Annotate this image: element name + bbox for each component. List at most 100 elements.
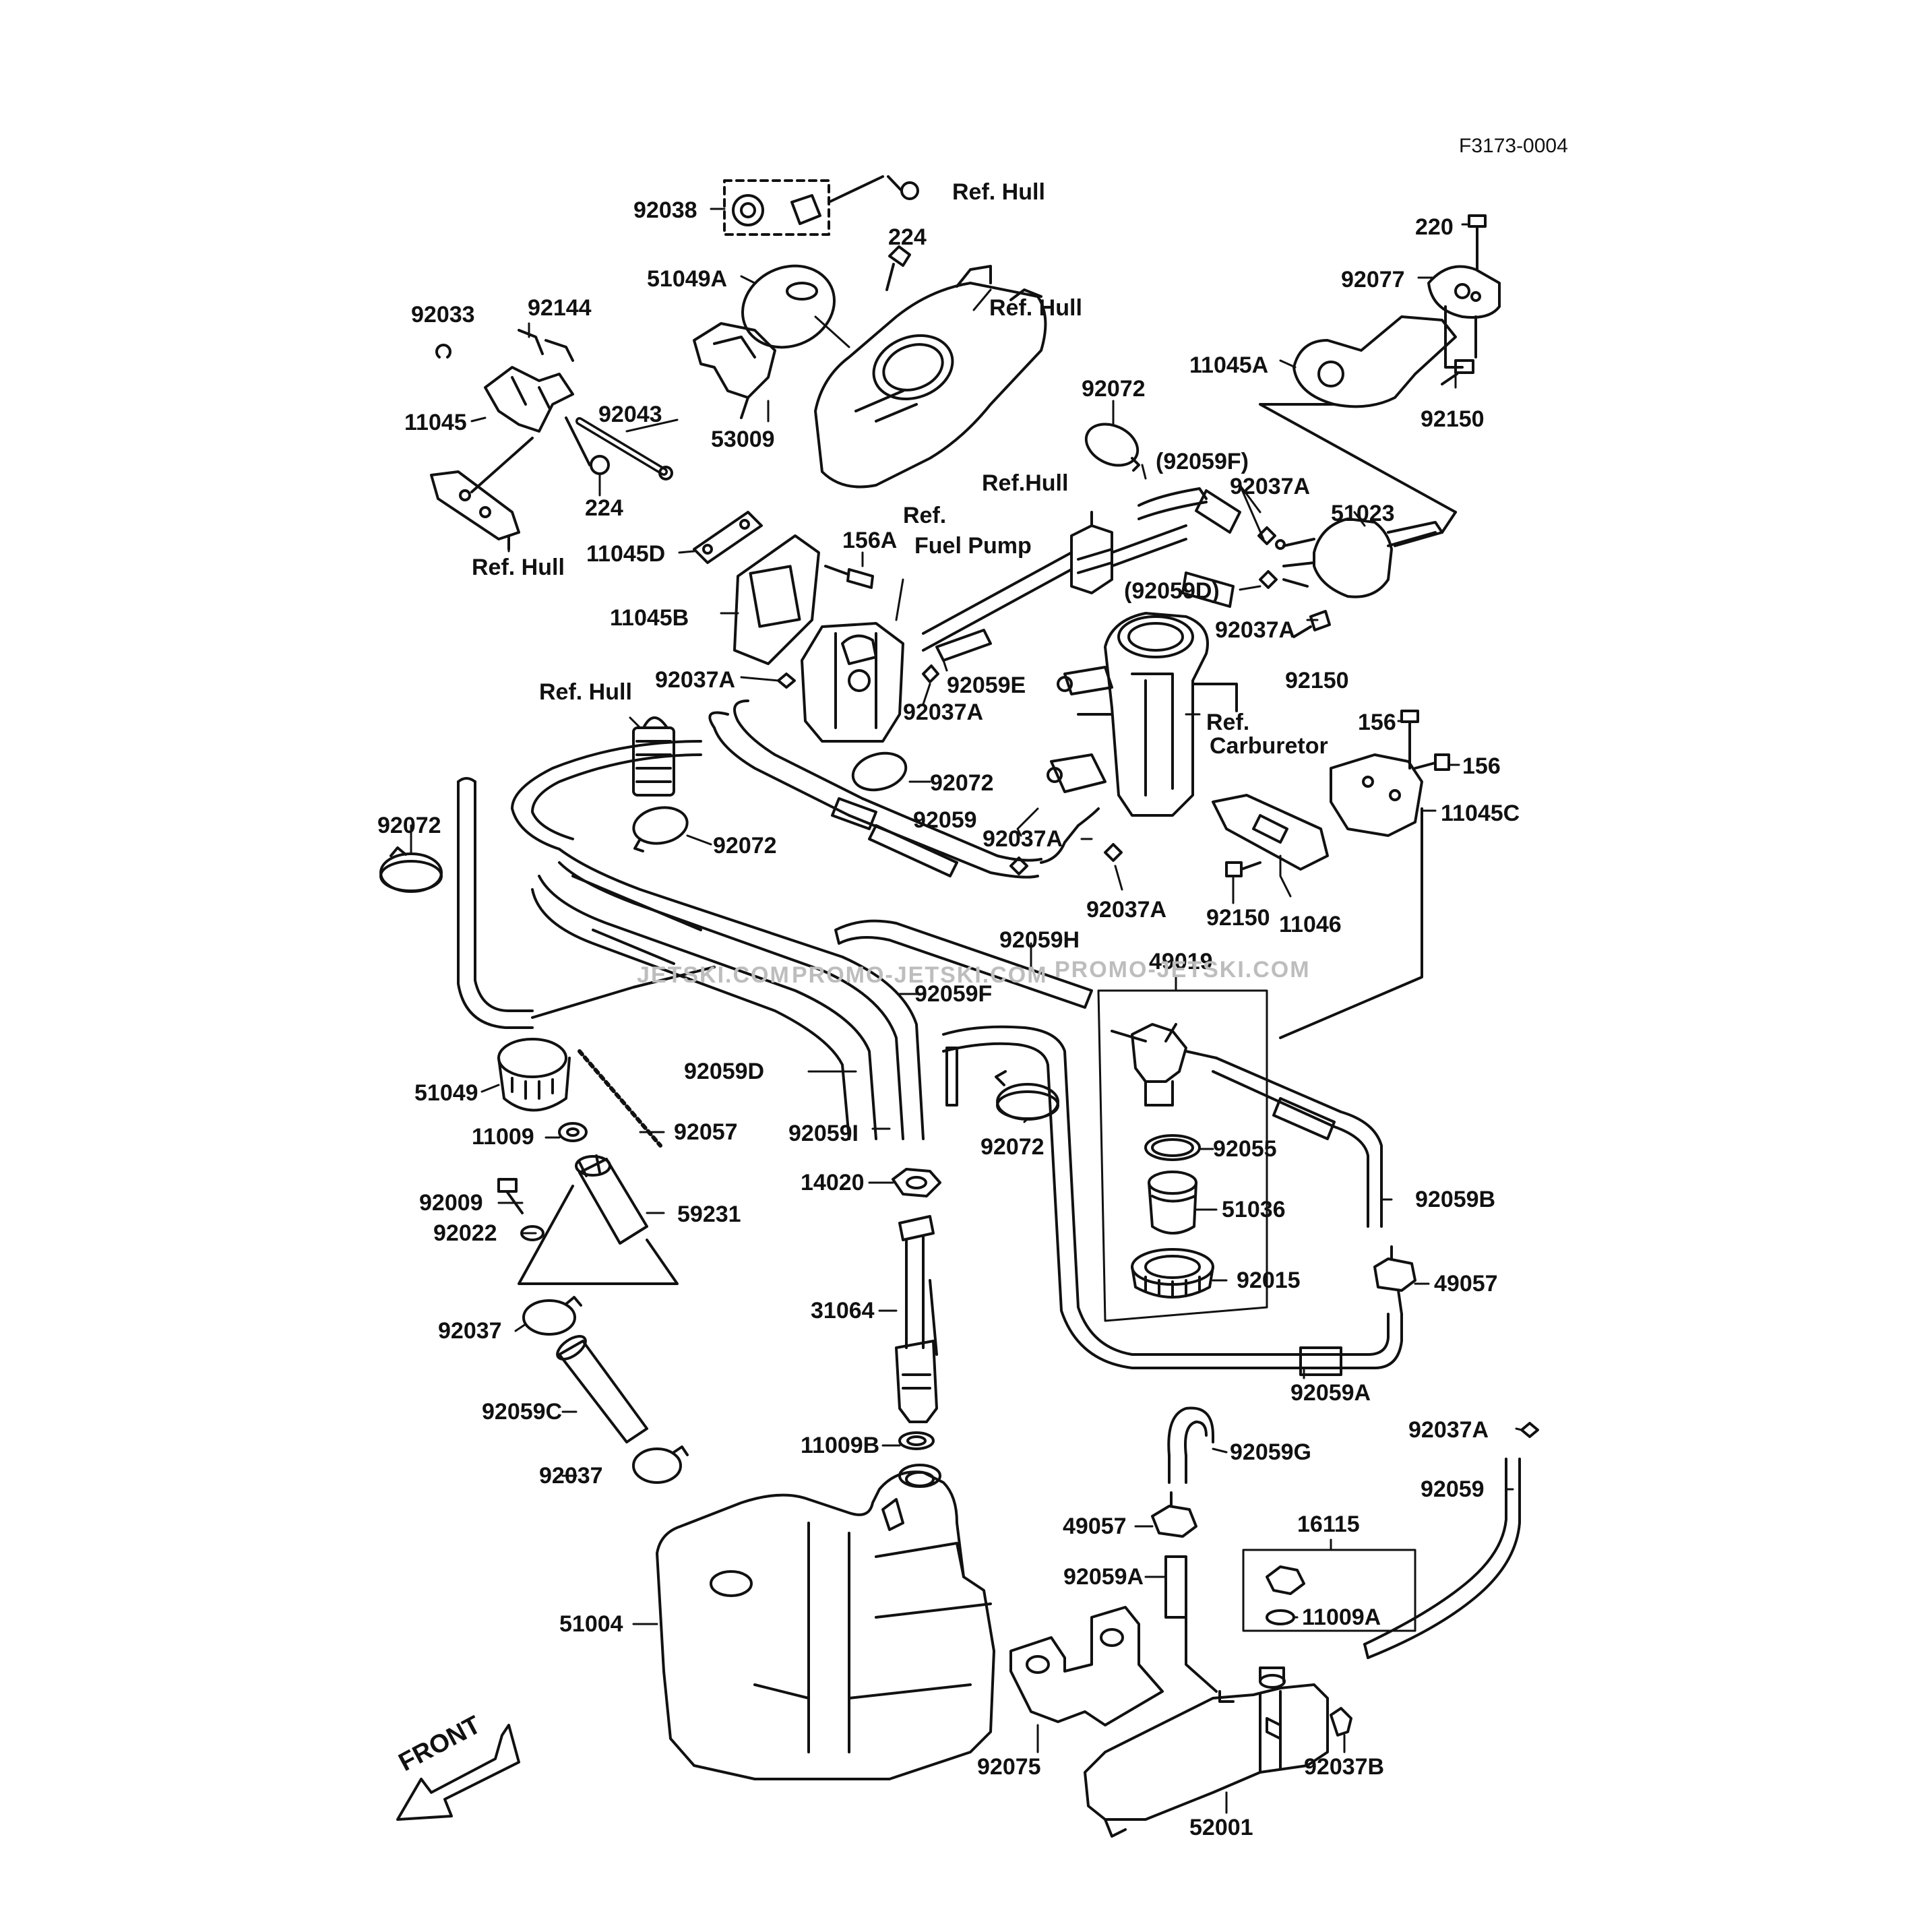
box-16115 xyxy=(1242,1538,1416,1632)
rod-92043 xyxy=(575,417,673,480)
hose-lower-bundle xyxy=(531,848,925,1140)
hose-92059f-lower xyxy=(942,1025,1302,1369)
label-51049a: 51049A xyxy=(647,266,728,292)
bracket-53009 xyxy=(693,322,776,419)
label-156a: 156A xyxy=(842,528,898,553)
label-92057: 92057 xyxy=(674,1119,738,1145)
watermark-3: PROMO-JETSKI.COM xyxy=(1055,957,1311,983)
label-92059c: 92059C xyxy=(482,1399,563,1425)
label-92055: 92055 xyxy=(1213,1136,1277,1162)
screw-92150-top xyxy=(1441,359,1474,385)
label-224-top: 224 xyxy=(888,224,927,250)
hose-92072-lower-short xyxy=(945,1047,958,1107)
label-92072-left: 92072 xyxy=(377,813,441,838)
watermark-2: PROMO-JETSKI.COM xyxy=(792,962,1048,988)
label-11045c: 11045C xyxy=(1441,801,1520,826)
hose-92059h xyxy=(834,919,1093,1009)
watermark-1: JETSKI.COM xyxy=(637,962,790,988)
bolt-156-horizontal xyxy=(1414,753,1450,771)
nut-16115 xyxy=(1266,1565,1305,1595)
hose-upper-long xyxy=(922,524,1187,652)
cap-51049a xyxy=(741,264,836,349)
label-92037-lower: 92037 xyxy=(539,1463,603,1489)
label-51023: 51023 xyxy=(1331,501,1395,526)
figure-code: F3173-0004 xyxy=(1459,135,1568,157)
label-92037a-1: 92037A xyxy=(1230,474,1311,499)
label-92033: 92033 xyxy=(411,302,475,328)
label-92059a-upper: 92059A xyxy=(1290,1380,1371,1406)
label-92150-top: 92150 xyxy=(1421,406,1485,432)
filler-neck-59231 xyxy=(575,1154,648,1245)
label-92059d-paren: (92059D) xyxy=(1124,578,1220,604)
label-53009: 53009 xyxy=(711,427,775,452)
label-92144: 92144 xyxy=(528,295,592,321)
clamp-92072-loop xyxy=(632,806,689,852)
cap-92037b xyxy=(1330,1707,1352,1737)
label-11009b: 11009B xyxy=(801,1433,880,1458)
front-arrow xyxy=(396,1724,520,1821)
label-51036: 51036 xyxy=(1222,1197,1286,1222)
label-92059: 92059 xyxy=(913,807,977,833)
label-92059d: 92059D xyxy=(684,1059,765,1084)
label-92037a-5: 92037A xyxy=(983,826,1063,852)
label-92059f-paren: (92059F) xyxy=(1156,449,1249,474)
bracket-11045 xyxy=(484,366,574,433)
label-11009a: 11009A xyxy=(1302,1604,1381,1630)
hose-92059f-upper xyxy=(1138,487,1241,608)
hose-92059e xyxy=(935,629,992,662)
valve-49057-lower xyxy=(1151,1491,1197,1538)
clamp-92072-pump xyxy=(851,751,908,792)
label-ref-hull-mid: Ref.Hull xyxy=(982,470,1069,496)
label-92037a-7: 92037A xyxy=(1408,1417,1489,1443)
label-92037b: 92037B xyxy=(1304,1754,1385,1780)
hose-92059c xyxy=(556,1335,648,1443)
hose-92059a-upper xyxy=(1299,1313,1403,1376)
fuel-filter-51023 xyxy=(1275,518,1443,598)
label-156-top: 156 xyxy=(1358,710,1396,735)
box-49019 xyxy=(1097,989,1268,1322)
nut-14020 xyxy=(892,1168,941,1197)
clamp-92072-upper xyxy=(1084,423,1140,472)
label-92059g: 92059G xyxy=(1230,1439,1311,1465)
label-11045d: 11045D xyxy=(586,541,666,567)
label-92043: 92043 xyxy=(598,402,662,427)
bracket-92075 xyxy=(1009,1606,1164,1726)
label-92072-lower: 92072 xyxy=(980,1134,1045,1160)
label-224-left: 224 xyxy=(585,495,623,521)
fuel-pump xyxy=(801,622,904,743)
screw-92009 xyxy=(497,1178,524,1214)
leader-lines xyxy=(410,208,1523,1814)
fuel-cap-clips-92038 xyxy=(723,179,830,236)
label-156-right: 156 xyxy=(1462,753,1501,779)
label-92059h: 92059H xyxy=(999,927,1080,953)
label-92059-right: 92059 xyxy=(1421,1476,1485,1502)
leader xyxy=(828,175,884,204)
washer-11009 xyxy=(558,1122,588,1142)
label-92022: 92022 xyxy=(433,1220,497,1246)
tank-52001 xyxy=(1084,1666,1329,1838)
clamp-92037-upper xyxy=(522,1296,582,1336)
bracket-ref-hull-left xyxy=(430,470,520,551)
plate-92077 xyxy=(1427,265,1501,319)
label-ref-hull-top: Ref. Hull xyxy=(952,179,1045,205)
label-92015: 92015 xyxy=(1237,1268,1301,1293)
screw-224-left xyxy=(590,455,610,475)
label-92059i: 92059I xyxy=(788,1121,859,1146)
label-11009: 11009 xyxy=(472,1124,534,1150)
plate-11045b xyxy=(733,534,820,665)
leader xyxy=(518,1185,679,1285)
washer-11009b xyxy=(898,1431,935,1450)
leader xyxy=(1441,511,1457,534)
valve-49057-upper xyxy=(1373,1245,1416,1315)
label-92059b: 92059B xyxy=(1415,1187,1496,1212)
clamp-92037-lower xyxy=(632,1445,689,1484)
label-92037a-6: 92037A xyxy=(1086,897,1167,923)
bracket-11046 xyxy=(1212,794,1329,871)
leader xyxy=(1279,807,1423,1039)
fuel-tank-51004 xyxy=(656,1464,995,1780)
hull-cover xyxy=(814,265,1047,489)
screw-220 xyxy=(1468,214,1487,271)
label-92059a-lower: 92059A xyxy=(1063,1564,1144,1590)
